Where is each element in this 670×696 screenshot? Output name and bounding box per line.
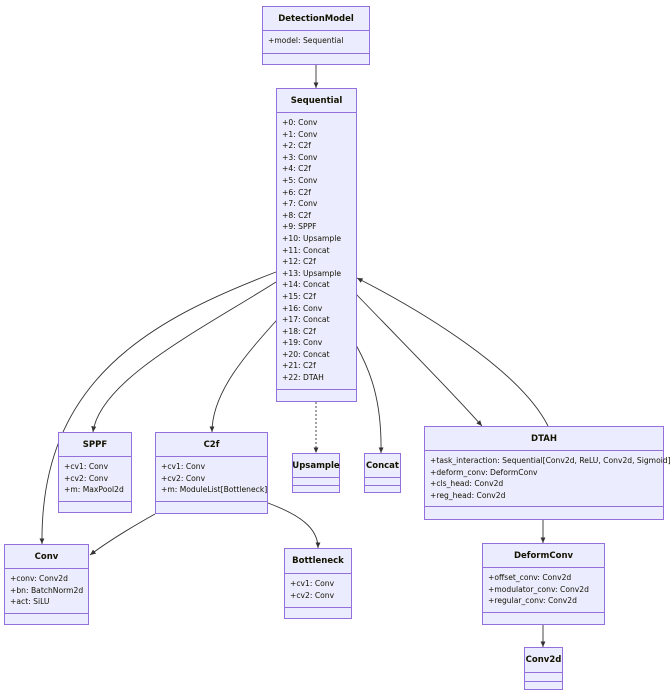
class-attributes: +offset_conv: Conv2d +modulator_conv: Co… — [483, 568, 604, 613]
attribute: +cv1: Conv — [161, 462, 206, 471]
class-methods — [277, 390, 356, 401]
attribute: +modulator_conv: Conv2d — [488, 584, 589, 594]
class-title: SPPF — [59, 433, 131, 457]
attribute: +14: Concat — [282, 280, 330, 290]
attribute: +cv2: Conv — [64, 473, 109, 483]
attribute: +bn: BatchNorm2d — [10, 585, 84, 595]
attribute: +1: Conv — [282, 129, 318, 139]
class-attributes: +conv: Conv2d +bn: BatchNorm2d +act: SiL… — [5, 569, 88, 614]
attribute: +20: Concat — [282, 349, 330, 359]
attribute: +deform_conv: DeformConv — [430, 467, 538, 477]
attribute: +model: Sequential — [268, 36, 344, 45]
class-title: DTAH — [425, 427, 663, 451]
attribute: +reg_head: Conv2d — [430, 490, 506, 500]
attribute: +m: MaxPool2d — [64, 485, 124, 495]
class-attributes: +model: Sequential — [263, 31, 369, 54]
attribute: +16: Conv — [282, 303, 323, 313]
attribute: +5: Conv — [282, 175, 318, 185]
class-methods — [263, 54, 369, 64]
attribute: +cv1: Conv — [64, 462, 109, 471]
attribute: +4: C2f — [282, 164, 311, 174]
attribute: +17: Concat — [282, 315, 330, 325]
attribute: +cv1: Conv — [290, 579, 335, 588]
attribute: +offset_conv: Conv2d — [488, 573, 572, 582]
class-attributes: +cv1: Conv +cv2: Conv — [285, 574, 351, 608]
attribute: +21: C2f — [282, 361, 316, 371]
class-methods — [285, 608, 351, 618]
attribute: +9: SPPF — [282, 222, 317, 232]
class-sequential[interactable]: Sequential +0: Conv +1: Conv +2: C2f +3:… — [276, 88, 357, 402]
attribute: +2: C2f — [282, 141, 311, 151]
class-title: Sequential — [277, 89, 356, 113]
attribute: +task_interaction: Sequential[Conv2d, Re… — [430, 456, 670, 465]
class-attributes: +cv1: Conv +cv2: Conv +m: MaxPool2d — [59, 457, 131, 502]
class-bottleneck[interactable]: Bottleneck +cv1: Conv +cv2: Conv — [284, 548, 352, 619]
edge-sequential-c2f — [209, 311, 285, 433]
attribute: +conv: Conv2d — [10, 574, 68, 583]
attribute: +13: Upsample — [282, 268, 341, 278]
attribute: +regular_conv: Conv2d — [488, 596, 577, 606]
class-title: C2f — [156, 433, 267, 457]
class-title: Bottleneck — [285, 549, 351, 574]
class-conv[interactable]: Conv +conv: Conv2d +bn: BatchNorm2d +act… — [4, 544, 89, 625]
edge-dtah-sequential — [356, 277, 549, 427]
edge-sequential-concat — [355, 344, 384, 454]
class-title: Conv — [5, 545, 88, 569]
class-methods — [59, 502, 131, 512]
class-title: DetectionModel — [263, 7, 369, 31]
attribute: +cv2: Conv — [161, 473, 206, 483]
class-dtah[interactable]: DTAH +task_interaction: Sequential[Conv2… — [424, 426, 670, 520]
class-detectionmodel[interactable]: DetectionModel +model: Sequential — [262, 6, 370, 65]
class-conv2d[interactable]: Conv2d — [524, 647, 563, 690]
attribute: +3: Conv — [282, 152, 318, 162]
class-methods — [293, 486, 339, 492]
class-methods — [365, 486, 400, 492]
attribute: +12: C2f — [282, 257, 316, 267]
edge-sequential-dtah — [355, 293, 483, 427]
class-concat[interactable]: Concat — [364, 453, 401, 493]
attribute: +0: Conv — [282, 118, 318, 127]
attribute: +11: Concat — [282, 245, 330, 255]
class-methods — [156, 502, 267, 513]
attribute: +6: C2f — [282, 187, 311, 197]
class-attributes: +0: Conv +1: Conv +2: C2f +3: Conv +4: C… — [277, 113, 356, 390]
class-attributes — [525, 673, 562, 682]
class-title: Concat — [365, 454, 400, 478]
attribute: +18: C2f — [282, 326, 316, 336]
class-attributes — [365, 478, 400, 486]
attribute: +22: DTAH — [282, 373, 324, 383]
class-methods — [525, 682, 562, 689]
attribute: +15: C2f — [282, 291, 316, 301]
class-title: DeformConv — [483, 544, 604, 568]
edge-c2f-bottleneck — [267, 502, 321, 549]
attribute: +cls_head: Conv2d — [430, 479, 504, 489]
class-attributes: +cv1: Conv +cv2: Conv +m: ModuleList[Bot… — [156, 457, 267, 502]
class-upsample[interactable]: Upsample — [292, 453, 340, 493]
class-attributes — [293, 478, 339, 486]
class-title: Upsample — [292, 454, 340, 478]
attribute: +10: Upsample — [282, 233, 341, 243]
attribute: +19: Conv — [282, 338, 323, 348]
class-c2f[interactable]: C2f +cv1: Conv +cv2: Conv +m: ModuleList… — [155, 432, 268, 514]
class-methods — [425, 507, 663, 519]
attribute: +8: C2f — [282, 210, 311, 220]
class-deformconv[interactable]: DeformConv +offset_conv: Conv2d +modulat… — [482, 543, 605, 625]
class-methods — [5, 614, 88, 624]
class-sppf[interactable]: SPPF +cv1: Conv +cv2: Conv +m: MaxPool2d — [58, 432, 132, 513]
attribute: +m: ModuleList[Bottleneck] — [161, 485, 268, 495]
edge-c2f-conv — [89, 513, 156, 556]
class-title: Conv2d — [525, 648, 562, 673]
edge-sequential-sppf — [91, 281, 277, 433]
attribute: +7: Conv — [282, 199, 318, 209]
class-methods — [483, 613, 604, 624]
edge-sequential-conv — [39, 271, 277, 545]
attribute: +cv2: Conv — [290, 590, 335, 600]
attribute: +act: SiLU — [10, 597, 50, 607]
class-attributes: +task_interaction: Sequential[Conv2d, Re… — [425, 451, 670, 507]
